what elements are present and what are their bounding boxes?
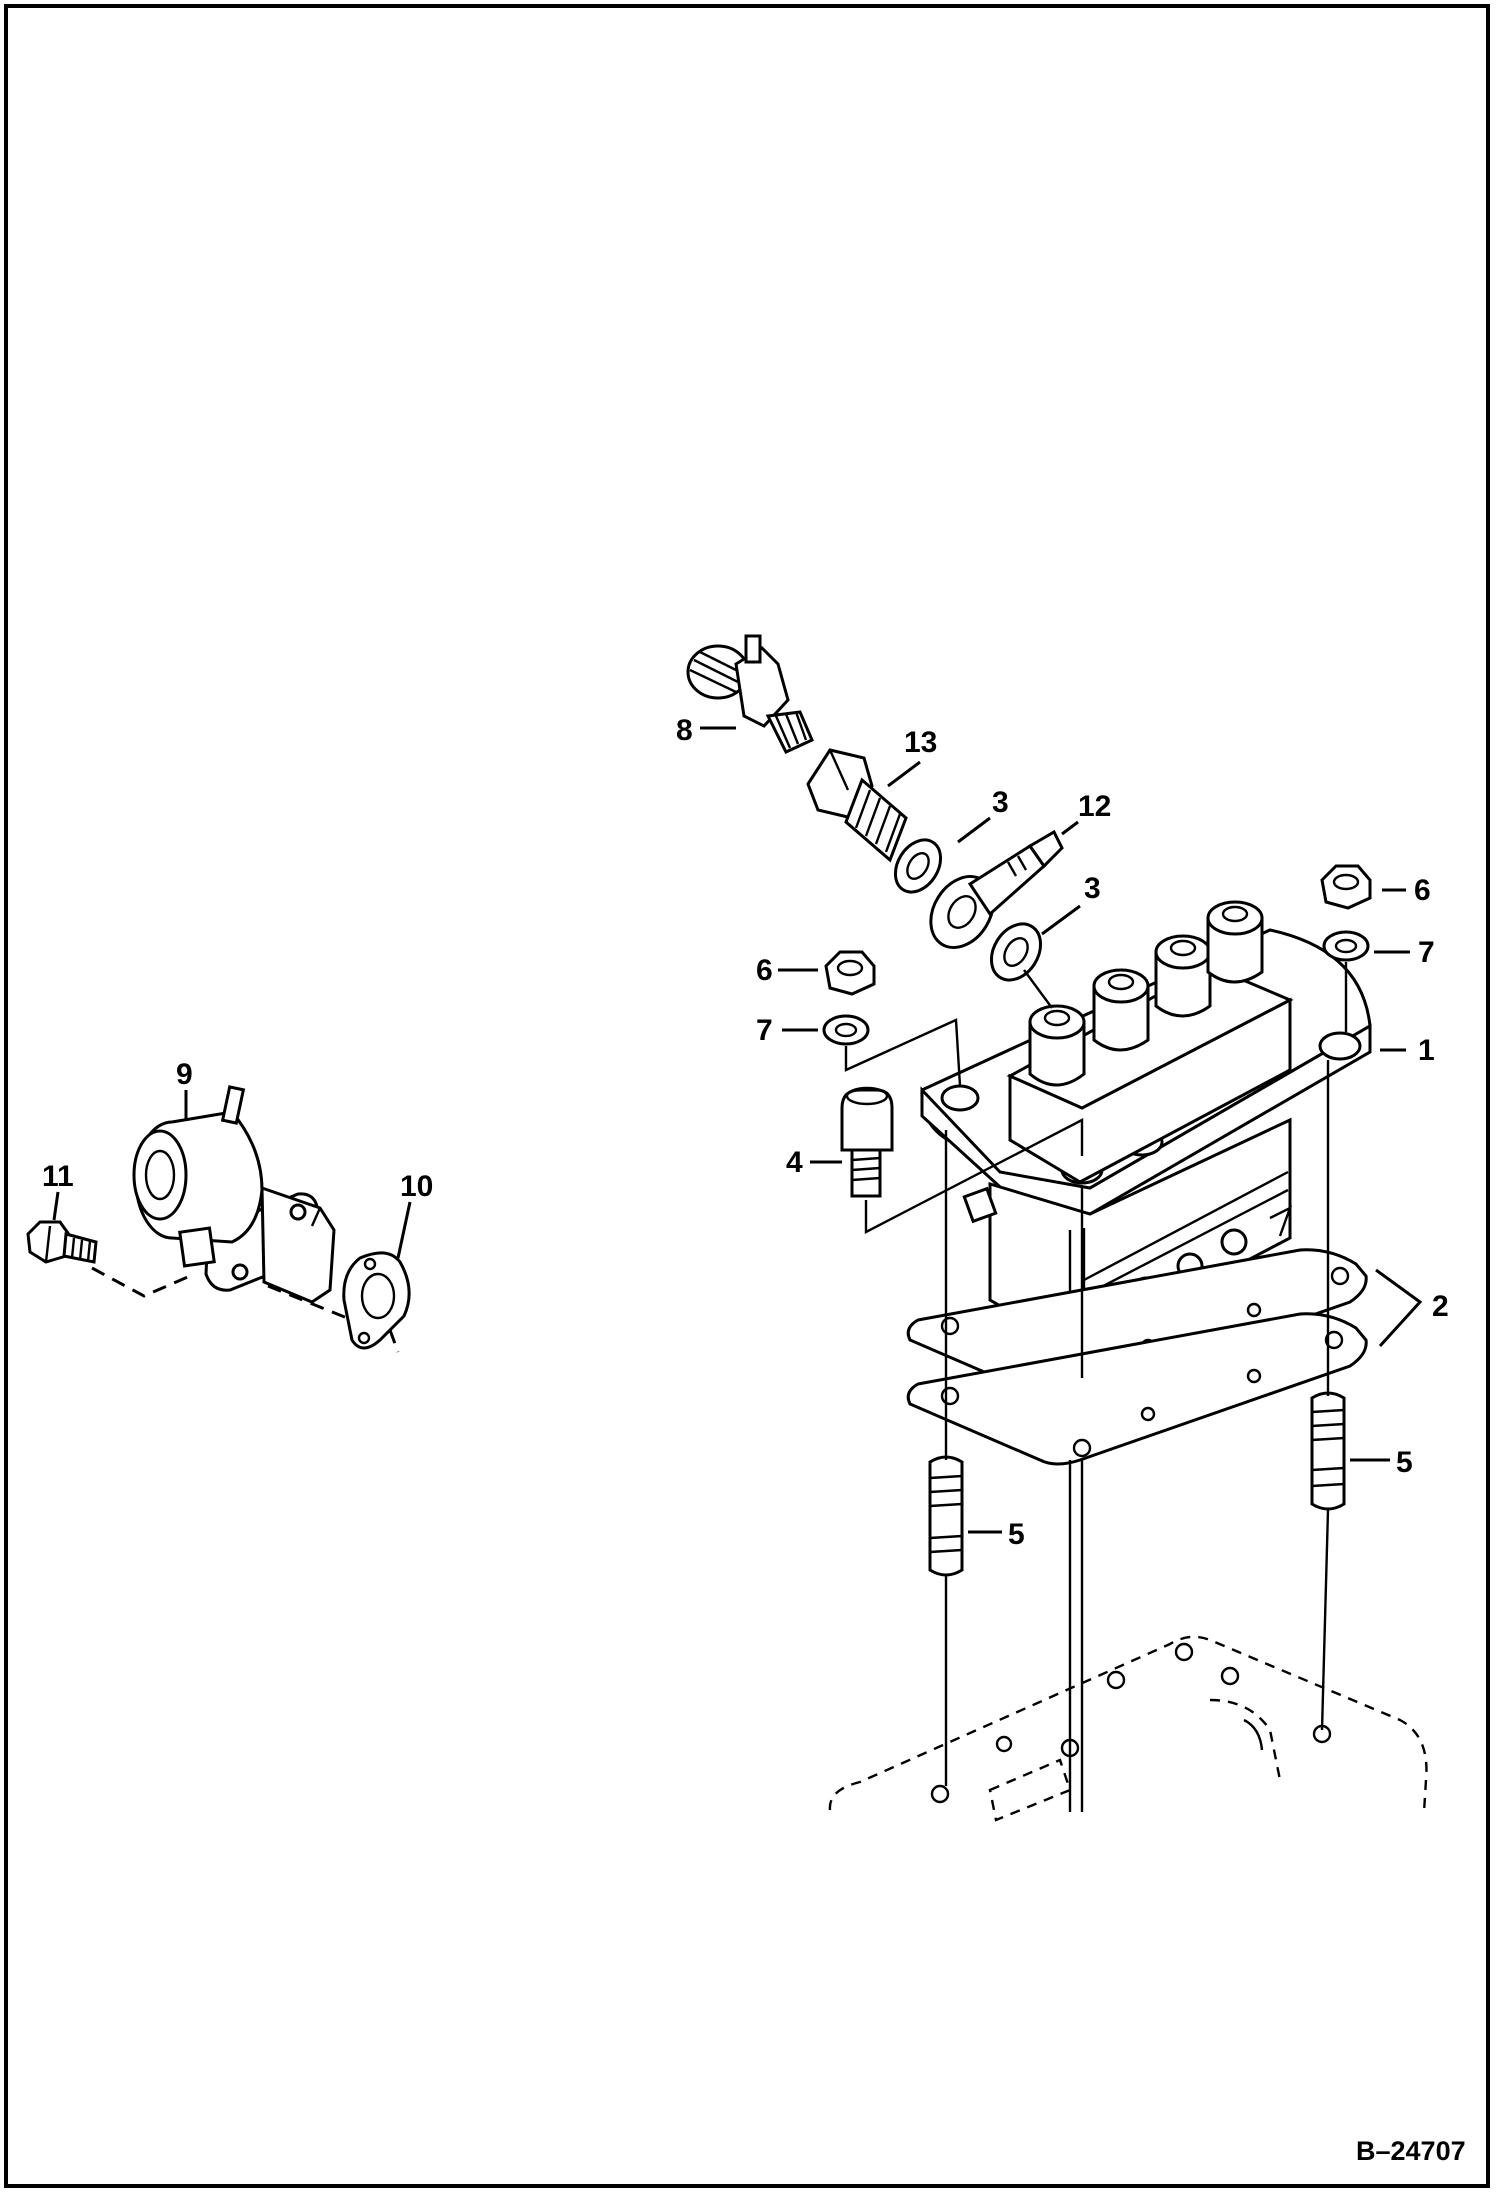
- callout-2: 2: [1432, 1290, 1449, 1323]
- nut-part-6-right[interactable]: [1320, 864, 1372, 910]
- stud-part-5-right[interactable]: [1310, 1391, 1346, 1511]
- injection-pump-part-1[interactable]: [920, 900, 1372, 1348]
- callout-3-lower: 3: [1084, 872, 1101, 905]
- engine-block-outline: [828, 1635, 1428, 1822]
- nut-part-6-left[interactable]: [824, 950, 876, 996]
- bolt-part-11[interactable]: [26, 1220, 98, 1264]
- callout-13: 13: [904, 726, 937, 759]
- callout-6-right: 6: [1414, 874, 1431, 907]
- lock-washer-part-7-left[interactable]: [822, 1014, 870, 1046]
- delivery-valve-holders: [1028, 900, 1264, 1087]
- callout-12: 12: [1078, 790, 1111, 823]
- figure-id: B–24707: [1356, 2136, 1466, 2166]
- assembly-path-bolt: [91, 1266, 191, 1298]
- leader-lines: [52, 726, 1423, 1534]
- callout-7-right: 7: [1418, 936, 1435, 969]
- callout-1: 1: [1418, 1034, 1435, 1067]
- callout-8: 8: [676, 714, 693, 747]
- callout-5-right: 5: [1396, 1446, 1413, 1479]
- banjo-fitting-part-12[interactable]: [918, 829, 1064, 959]
- alignment-lines: [844, 962, 1348, 1812]
- washer-part-3-upper[interactable]: [886, 832, 950, 901]
- stud-part-5-left[interactable]: [928, 1455, 964, 1577]
- callout-3-upper: 3: [992, 786, 1009, 819]
- assembly-path-gasket: [267, 1284, 353, 1322]
- callout-7-left: 7: [756, 1014, 773, 1047]
- gasket-part-2-lower[interactable]: [906, 1312, 1368, 1466]
- callout-10: 10: [400, 1170, 433, 1203]
- callout-6-left: 6: [756, 954, 773, 987]
- solenoid-part-9[interactable]: [132, 1085, 336, 1304]
- washer-part-3-lower[interactable]: [981, 915, 1050, 989]
- callout-9: 9: [176, 1058, 193, 1091]
- air-vent-plug-part-8[interactable]: [686, 634, 814, 754]
- banjo-bolt-part-13[interactable]: [806, 748, 908, 863]
- callout-5-left: 5: [1008, 1518, 1025, 1551]
- assembly-path-gasket-2: [388, 1329, 400, 1353]
- callout-11: 11: [42, 1160, 74, 1193]
- bolt-part-4[interactable]: [840, 1086, 894, 1198]
- lock-washer-part-7-right[interactable]: [1322, 930, 1370, 962]
- gasket-part-10[interactable]: [342, 1251, 411, 1350]
- callout-4: 4: [786, 1146, 803, 1179]
- drawing-border: [4, 4, 1490, 2188]
